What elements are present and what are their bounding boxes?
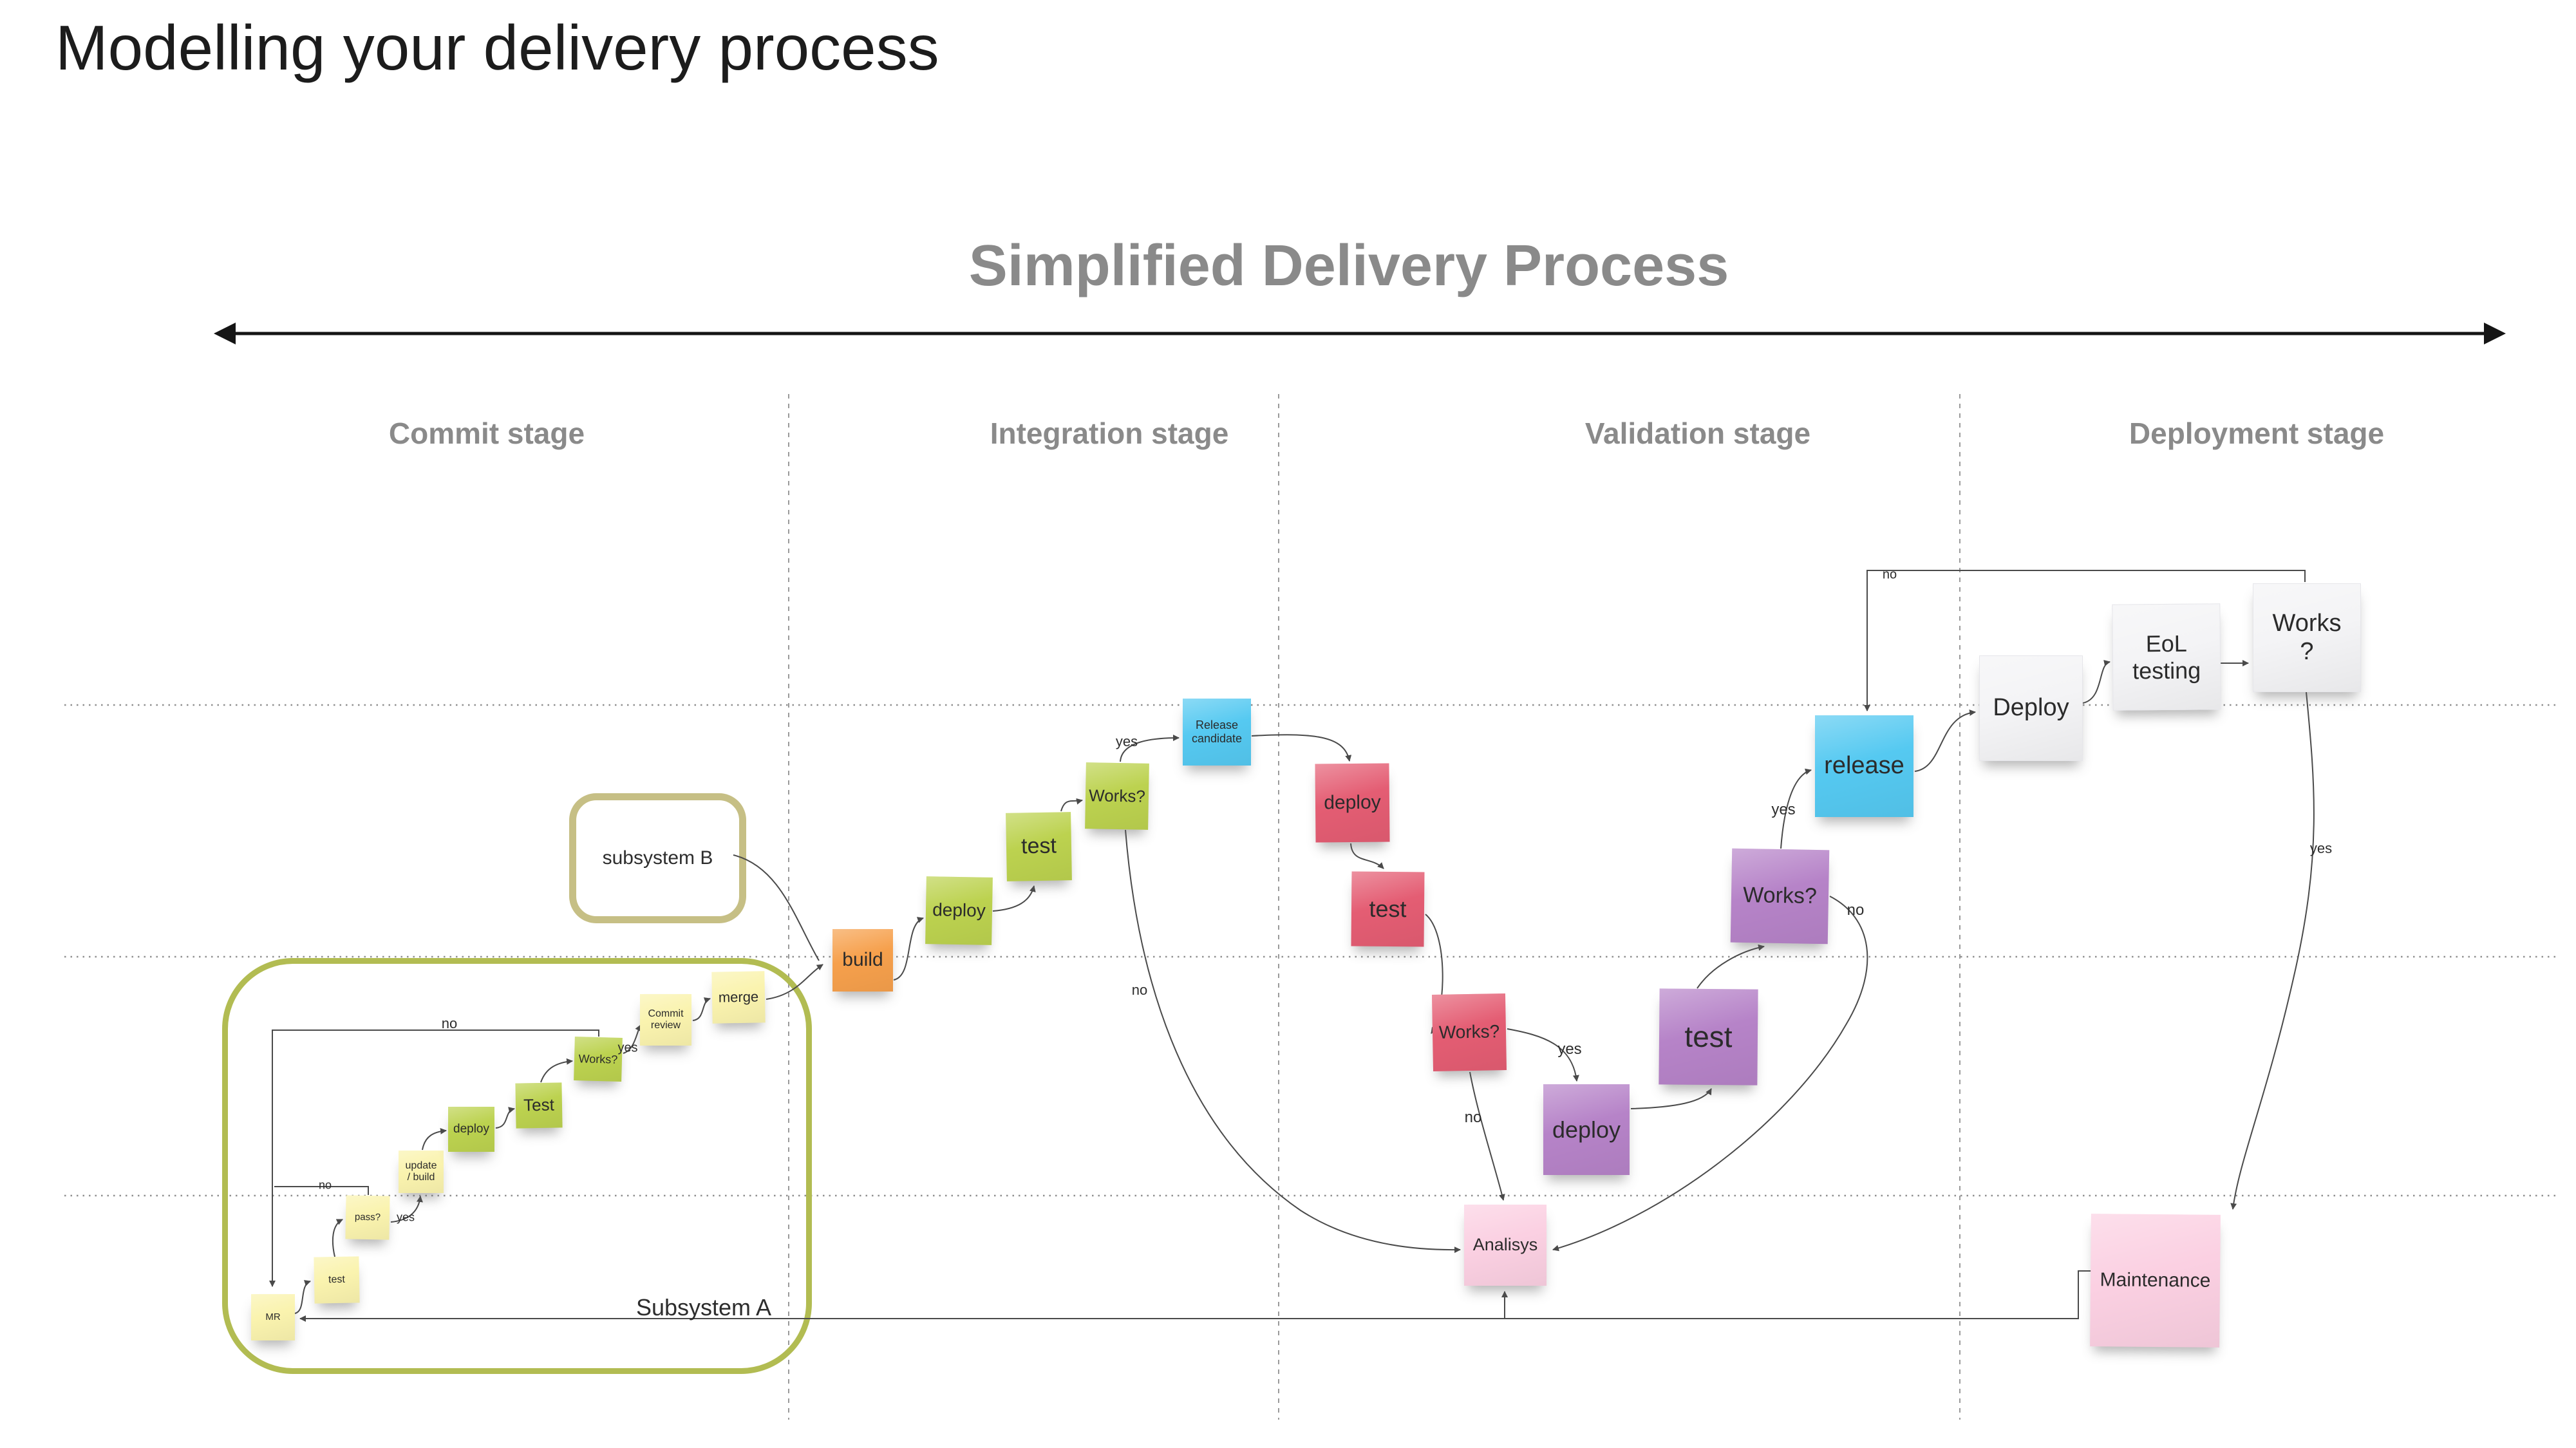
stage-label-commit: Commit stage [388,417,585,450]
note-test-acceptance[interactable]: test [1659,988,1758,1086]
connector-testAcc-worksAcc[interactable] [1697,944,1765,989]
connector-worksAcc-analisys-no[interactable] [1552,896,1868,1252]
connector-build-deployI[interactable] [893,917,924,981]
connector-testA-worksA[interactable] [540,1058,573,1083]
edge-label-yes-works-production[interactable]: yes [2309,840,2333,856]
edge-label-yes-works-integration[interactable]: yes [1115,733,1138,749]
note-deploy-production[interactable]: Deploy [1979,655,2083,761]
connector-worksA-no-loop[interactable] [269,1030,599,1287]
connector-worksI-rc-yes[interactable] [1120,735,1180,762]
note-works-acceptance[interactable]: Works? [1730,848,1830,945]
connector-deployV-testV[interactable] [1350,843,1384,869]
note-analisys[interactable]: Analisys [1464,1205,1547,1286]
connector-rc-deployV[interactable] [1251,734,1352,762]
connector-deployI-testI[interactable] [992,885,1036,912]
note-works-validation[interactable]: Works? [1431,993,1507,1071]
stage-divider-lines [788,394,1960,1420]
subsystem-b-label: subsystem B [602,847,713,869]
note-test-integration[interactable]: test [1006,812,1072,881]
note-build[interactable]: build [832,929,893,992]
note-deploy-integration[interactable]: deploy [925,876,993,945]
note-release[interactable]: release [1815,715,1913,817]
edge-label-yes-works-acceptance[interactable]: yes [1771,801,1796,818]
edge-label-no-pass[interactable]: no [318,1178,332,1192]
edge-label-no-works-acceptance[interactable]: no [1847,901,1865,919]
note-works-commit[interactable]: Works? [574,1037,623,1082]
connector-worksV-analisys-no[interactable] [1469,1071,1505,1201]
note-works-production[interactable]: Works ? [2253,583,2361,692]
connector-maintenance-mr-feedback[interactable] [299,1270,2091,1322]
connector-worksV-deployAcc-yes[interactable] [1507,1028,1579,1082]
note-works-integration[interactable]: Works? [1085,762,1149,830]
stage-label-integration: Integration stage [990,417,1229,450]
edge-label-yes-works-commit[interactable]: yes [617,1040,638,1055]
connector-deployAcc-testAcc[interactable] [1630,1088,1712,1109]
note-test-small[interactable]: test [314,1256,360,1304]
edge-label-yes-pass[interactable]: yes [396,1210,415,1224]
edge-label-yes-works-validation[interactable]: yes [1557,1040,1582,1058]
connector-pass-update-yes[interactable] [390,1196,423,1223]
note-maintenance[interactable]: Maintenance [2090,1214,2221,1348]
stage-label-deployment: Deployment stage [2129,417,2385,450]
note-pass[interactable]: pass? [345,1195,390,1240]
connector-deployProd-eol[interactable] [2082,659,2111,704]
subsystem-a-box[interactable] [222,958,812,1374]
edge-label-no-works-commit[interactable]: no [441,1015,458,1031]
note-update-build[interactable]: update / build [399,1151,444,1193]
note-eol-testing[interactable]: EoL testing [2112,603,2221,711]
arrowhead-right-icon [2484,323,2506,344]
note-deploy-acceptance[interactable]: deploy [1543,1084,1630,1175]
note-commit-review[interactable]: Commit review [640,994,691,1046]
note-release-candidate[interactable]: Release candidate [1183,699,1251,766]
connector-worksA-review-yes[interactable] [623,1024,641,1054]
connector-worksAcc-release-yes[interactable] [1780,768,1812,849]
edge-label-no-works-production[interactable]: no [1882,567,1897,582]
connector-testI-worksI[interactable] [1060,798,1083,812]
page-title: Modelling your delivery process [55,12,939,83]
note-deploy-validation[interactable]: deploy [1315,763,1390,843]
note-mr[interactable]: MR [251,1294,295,1340]
connector-worksProd-release-no[interactable] [1864,570,2306,711]
connector-review-merge[interactable] [692,997,711,1021]
connector-subsystemB-build[interactable] [733,854,820,961]
note-test-commit[interactable]: Test [515,1082,563,1129]
note-deploy-commit[interactable]: deploy [448,1107,494,1152]
subsystem-b-box[interactable]: subsystem B [569,793,746,923]
stage-label-validation: Validation stage [1584,417,1811,450]
connector-worksI-analisys-no[interactable] [1125,829,1461,1254]
banner-title: Simplified Delivery Process [968,234,1729,298]
connector-pass-no[interactable] [274,1186,369,1195]
note-merge[interactable]: merge [711,971,766,1024]
note-test-validation[interactable]: test [1351,871,1425,947]
connector-worksProd-maintenance-yes[interactable] [2230,691,2315,1210]
connector-mr-test[interactable] [294,1280,311,1314]
arrowhead-left-icon [214,323,236,344]
connector-merge-build[interactable] [766,964,823,1000]
edge-label-no-works-validation[interactable]: no [1464,1109,1482,1126]
connector-deploy-testA[interactable] [495,1107,515,1129]
edge-label-no-works-integration[interactable]: no [1131,982,1148,998]
connector-update-deploy[interactable] [422,1127,447,1151]
subsystem-a-label: Subsystem A [635,1294,772,1321]
connector-test-pass[interactable] [332,1219,343,1257]
timeline-arrow [214,323,2506,344]
connector-release-deployProd[interactable] [1914,709,1976,772]
